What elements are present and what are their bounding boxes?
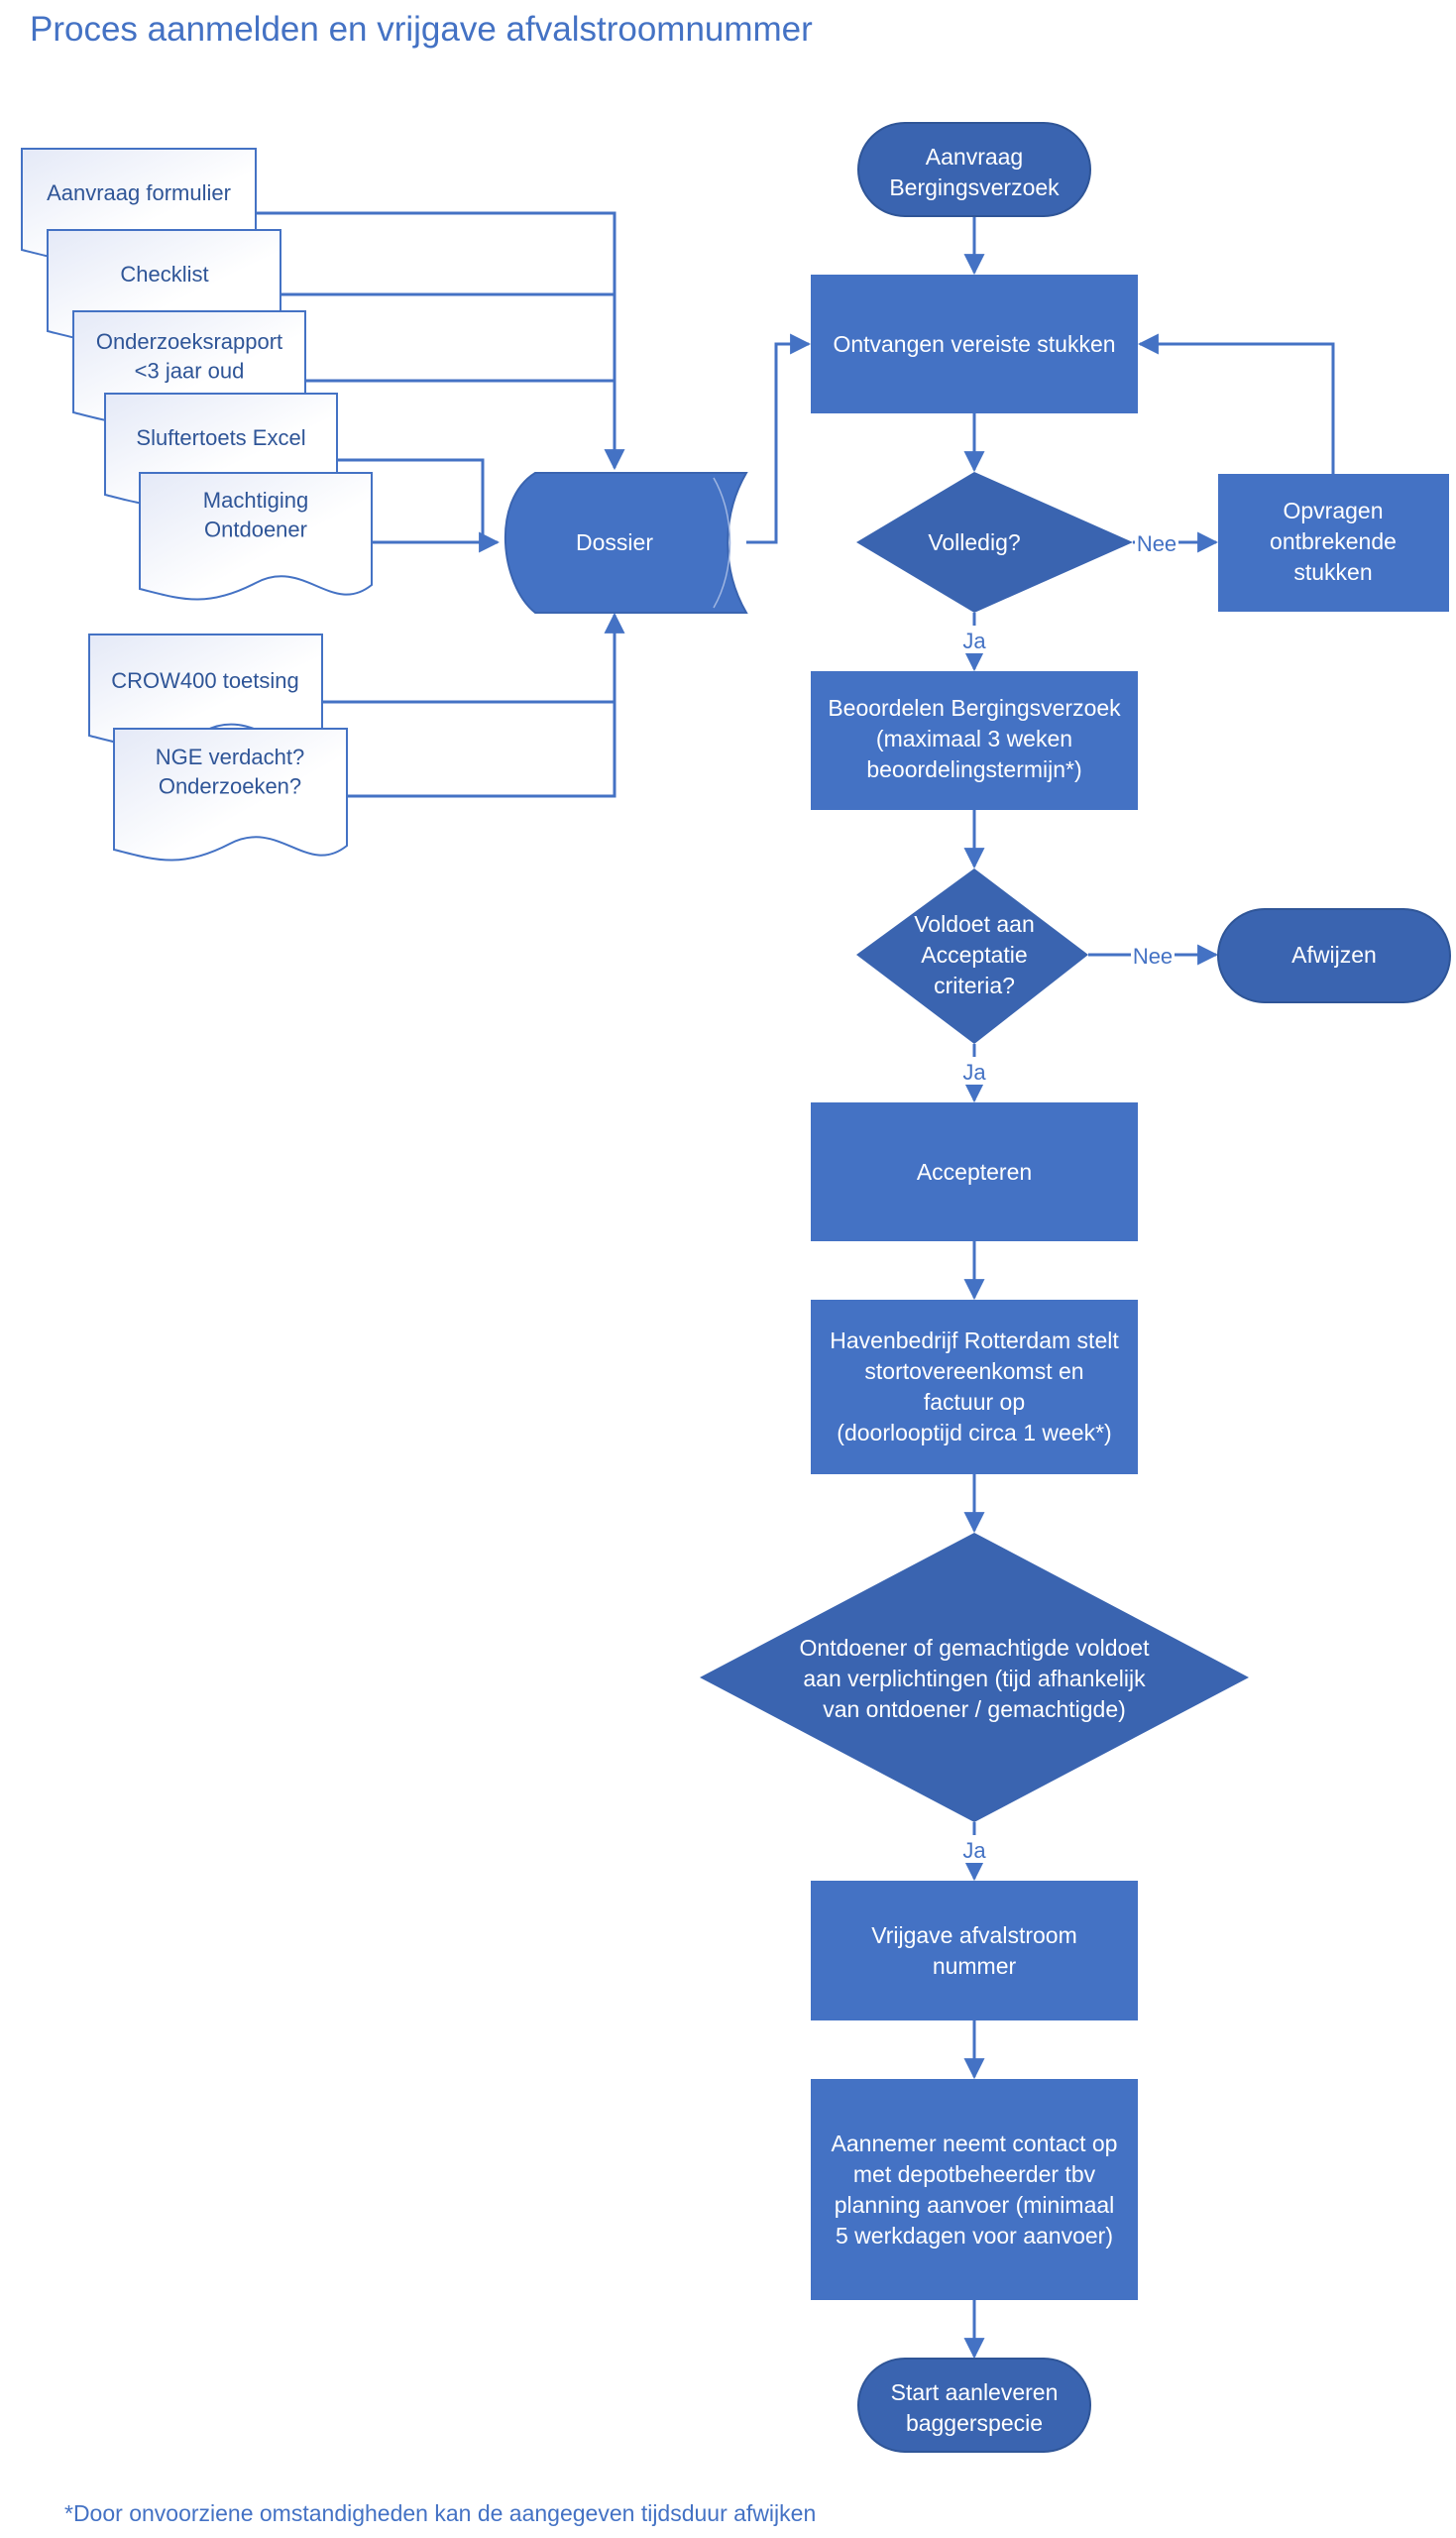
aannemer-line: Aannemer neemt contact op [832,2131,1118,2156]
process-beoordelen: Beoordelen Bergingsverzoek (maximaal 3 we… [811,671,1138,810]
havenbedrijf-line: stortovereenkomst en [864,1358,1083,1384]
edge-labels: Nee Ja Nee Ja Ja [954,528,1178,1863]
connector-aanvraag-formulier [256,211,625,471]
afwijzen-line: Afwijzen [1291,942,1377,968]
beoordelen-line: beoordelingstermijn*) [866,756,1081,782]
volledig-line: Volledig? [928,529,1020,555]
ontdoener-line: Ontdoener of gemachtigde voldoet [800,1635,1151,1661]
document-crow400-label: CROW400 toetsing [111,668,299,693]
opvragen-label: Opvragen ontbrekende stukken [1270,498,1397,585]
document-nge: NGE verdacht? Onderzoeken? [113,728,348,862]
document-checklist-line: Checklist [120,262,208,287]
process-ontvangen: Ontvangen vereiste stukken [811,275,1138,413]
page-title: Proces aanmelden en vrijgave afvalstroom… [30,10,813,49]
edge-label-ja-volledig: Ja [962,629,986,653]
document-aanvraag-formulier-label: Aanvraag formulier [47,180,231,205]
einde-terminator: Start aanleveren baggerspecie [857,2358,1091,2453]
document-aanvraag-formulier-line: Aanvraag formulier [47,180,231,205]
opvragen-line: Opvragen [1283,498,1383,523]
document-nge-line: Onderzoeken? [159,774,301,799]
process-aannemer: Aannemer neemt contact op met depotbeheer… [811,2079,1138,2300]
process-opvragen: Opvragen ontbrekende stukken [1218,474,1449,612]
volledig-label: Volledig? [928,529,1020,555]
afwijzen-terminator: Afwijzen [1217,908,1451,1003]
dossier-label: Dossier [576,529,653,555]
document-nge-line: NGE verdacht? [156,745,304,769]
voldoet-line: criteria? [934,973,1015,998]
document-sluftertoets-line: Sluftertoets Excel [136,425,305,450]
einde-line: baggerspecie [906,2410,1043,2436]
aannemer-label: Aannemer neemt contact op met depotbeheer… [832,2131,1118,2249]
process-accepteren: Accepteren [811,1102,1138,1241]
vrijgave-line: Vrijgave afvalstroom [871,1922,1077,1948]
vrijgave-label: Vrijgave afvalstroom nummer [871,1922,1077,1979]
dossier-storage: Dossier [504,472,748,614]
accepteren-label: Accepteren [917,1159,1032,1185]
havenbedrijf-label: Havenbedrijf Rotterdam stelt stortovereen… [830,1327,1119,1445]
dossier-line: Dossier [576,529,653,555]
aannemer-line: planning aanvoer (minimaal [835,2192,1115,2218]
decision-volledig: Volledig? [856,472,1133,613]
havenbedrijf-line: factuur op [924,1389,1025,1415]
start-line: Aanvraag [926,144,1023,170]
accepteren-line: Accepteren [917,1159,1032,1185]
einde-label: Start aanleveren baggerspecie [891,2379,1059,2436]
beoordelen-line: (maximaal 3 weken [876,726,1072,751]
voldoet-line: Voldoet aan [914,911,1035,937]
opvragen-line: stukken [1293,559,1372,585]
document-onderzoeksrapport-line: Onderzoeksrapport [96,329,282,354]
beoordelen-line: Beoordelen Bergingsverzoek [828,695,1121,721]
aannemer-line: met depotbeheerder tbv [853,2161,1096,2187]
connector-sluftertoets [337,458,485,542]
connector-opvragen-ontvangen [1137,333,1335,474]
document-onderzoeksrapport-line: <3 jaar oud [135,359,245,384]
afwijzen-label: Afwijzen [1291,942,1377,968]
havenbedrijf-line: (doorlooptijd circa 1 week*) [837,1420,1111,1445]
edge-label-ja-ontdoener: Ja [962,1838,986,1863]
connector-dossier-ontvangen [746,333,812,544]
document-onderzoeksrapport-label: Onderzoeksrapport <3 jaar oud [96,329,282,384]
ontdoener-line: aan verplichtingen (tijd afhankelijk [803,1666,1146,1691]
start-line: Bergingsverzoek [889,174,1060,200]
edge-label-nee-voldoet: Nee [1133,944,1173,969]
opvragen-line: ontbrekende [1270,528,1397,554]
beoordelen-label: Beoordelen Bergingsverzoek (maximaal 3 we… [828,695,1121,782]
voldoet-line: Acceptatie [921,942,1027,968]
vrijgave-line: nummer [933,1953,1017,1979]
ontvangen-label: Ontvangen vereiste stukken [833,331,1115,357]
document-nge-label: NGE verdacht? Onderzoeken? [156,745,304,799]
ontdoener-line: van ontdoener / gemachtigde) [823,1696,1126,1722]
document-machtiging-line: Ontdoener [204,518,307,542]
document-crow400-line: CROW400 toetsing [111,668,299,693]
process-vrijgave: Vrijgave afvalstroom nummer [811,1881,1138,2020]
aannemer-line: 5 werkdagen voor aanvoer) [836,2223,1113,2249]
decision-ontdoener: Ontdoener of gemachtigde voldoet aan verp… [700,1533,1249,1822]
footnote: *Door onvoorziene omstandigheden kan de … [64,2500,817,2526]
document-machtiging-line: Machtiging [203,488,308,513]
connector-nge [347,612,625,798]
einde-line: Start aanleveren [891,2379,1059,2405]
edge-label-nee-volledig: Nee [1137,531,1176,556]
document-sluftertoets-label: Sluftertoets Excel [136,425,305,450]
ontdoener-label: Ontdoener of gemachtigde voldoet aan verp… [800,1635,1151,1722]
document-checklist-label: Checklist [120,262,208,287]
havenbedrijf-line: Havenbedrijf Rotterdam stelt [830,1327,1119,1353]
ontvangen-line: Ontvangen vereiste stukken [833,331,1115,357]
edge-label-ja-voldoet: Ja [962,1060,986,1085]
process-havenbedrijf: Havenbedrijf Rotterdam stelt stortovereen… [811,1300,1138,1474]
document-crow400: CROW400 toetsing [88,634,323,748]
